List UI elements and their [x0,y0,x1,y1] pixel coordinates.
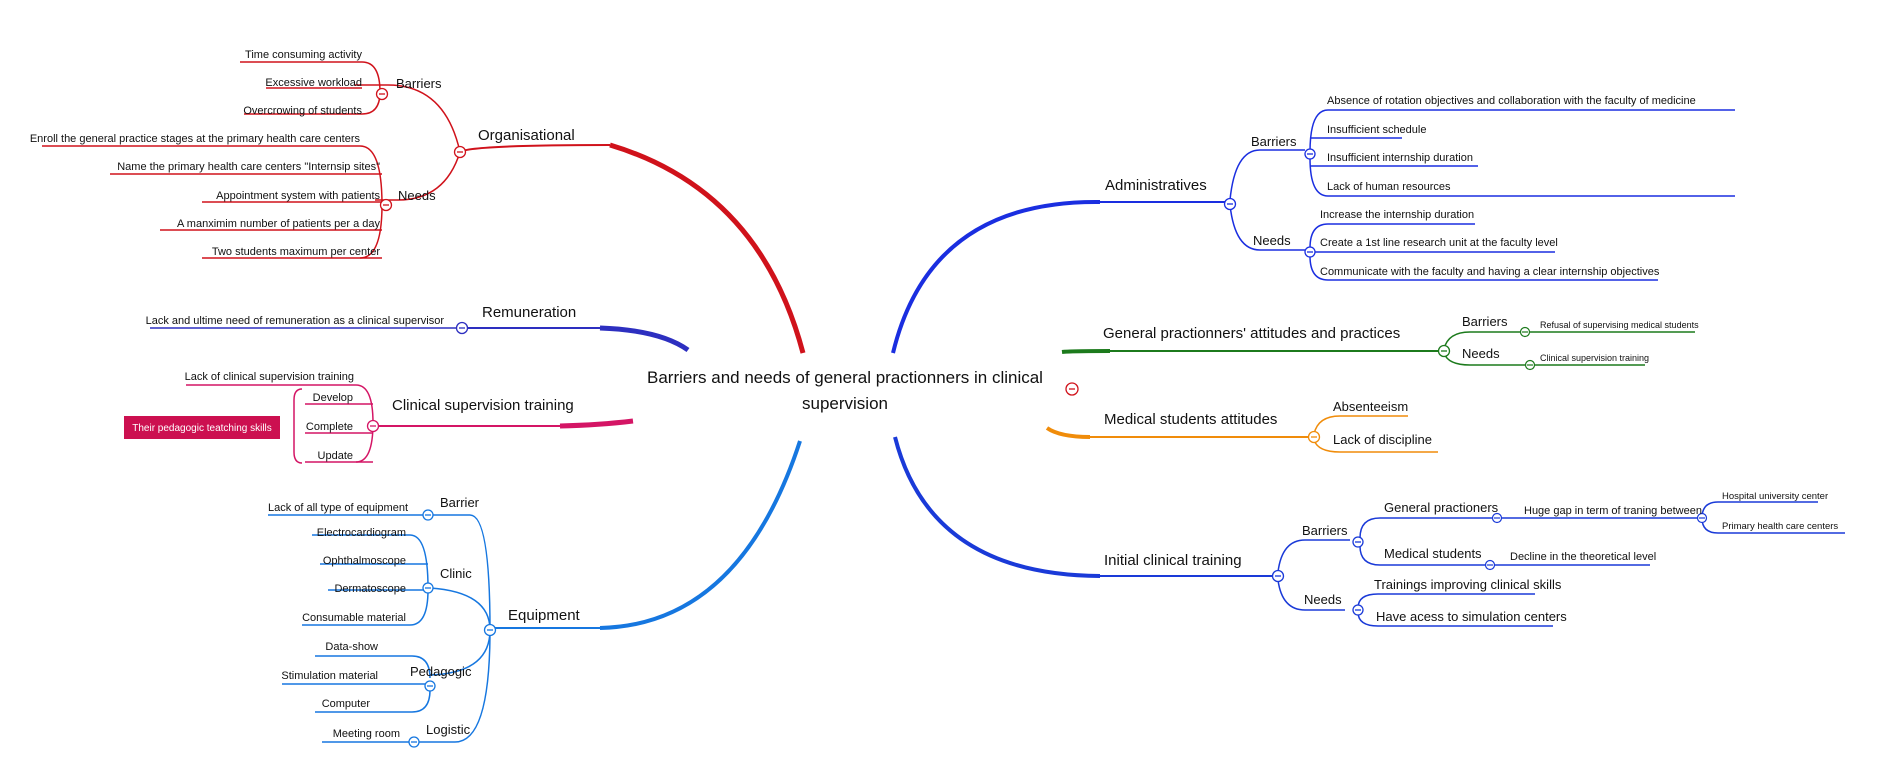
collapse-icon[interactable] [455,321,469,335]
collapse-icon[interactable] [424,680,436,692]
gp-attitudes-needs[interactable]: Needs [1462,346,1500,361]
leaf-item[interactable]: Hospital university center [1722,491,1828,502]
branch-administratives [891,109,1735,354]
leaf-item[interactable]: Insufficient internship duration [1327,152,1473,164]
leaf-item[interactable]: Time consuming activity [245,49,362,61]
collapse-icon[interactable] [1352,604,1364,616]
topic-administratives[interactable]: Administratives [1105,177,1207,194]
topic-gp-attitudes[interactable]: General practionners' attitudes and prac… [1103,325,1400,342]
leaf-item[interactable]: Electrocardiogram [317,527,406,539]
administratives-barriers[interactable]: Barriers [1251,134,1297,149]
leaf-item[interactable]: A manximim number of patients per a day [177,218,380,230]
collapse-icon[interactable] [375,87,389,101]
leaf-item[interactable]: Primary health care centers [1722,521,1838,532]
leaf-item[interactable]: Lack and ultime need of remuneration as … [146,315,445,327]
collapse-icon[interactable] [1307,430,1321,444]
collapse-icon[interactable] [366,419,380,433]
equipment-clinic[interactable]: Clinic [440,566,472,581]
equipment-barrier[interactable]: Barrier [440,495,480,510]
collapse-icon[interactable] [1304,246,1316,258]
leaf-item[interactable]: Have acess to simulation centers [1376,609,1567,624]
central-topic[interactable]: Barriers and needs of general practionne… [647,368,1043,413]
topic-clinical-supervision[interactable]: Clinical supervision training [392,397,574,414]
collapse-icon[interactable] [408,736,420,748]
leaf-item[interactable]: Stimulation material [281,670,378,682]
central-topic-line1: Barriers and needs of general practionne… [647,368,1043,387]
branch-organisational [42,61,806,354]
leaf-item[interactable]: Excessive workload [265,77,362,89]
leaf-item[interactable]: Clinical supervision training [1540,353,1649,363]
initial-training-needs[interactable]: Needs [1304,592,1342,607]
collapse-icon[interactable] [1519,326,1531,338]
topic-medical-students[interactable]: Medical students attitudes [1104,411,1277,428]
leaf-item[interactable]: Complete [306,421,353,433]
gp-attitudes-barriers[interactable]: Barriers [1462,314,1508,329]
summary-box-label: Their pedagogic teatching skills [132,423,272,434]
topic-remuneration[interactable]: Remuneration [482,304,576,321]
leaf-item[interactable]: Appointment system with patients [216,190,380,202]
leaf-item[interactable]: Trainings improving clinical skills [1374,577,1562,592]
collapse-icon[interactable] [1696,512,1708,524]
collapse-icon[interactable] [1524,359,1536,371]
collapse-icon[interactable] [422,509,434,521]
collapse-icon[interactable] [1223,197,1237,211]
leaf-item[interactable]: Meeting room [333,728,400,740]
leaf-item[interactable]: Overcrowing of students [243,105,362,117]
leaf-item[interactable]: Communicate with the faculty and having … [1320,266,1660,278]
leaf-item[interactable]: Absenteeism [1333,399,1408,414]
collapse-icon[interactable] [1271,569,1285,583]
collapse-icon[interactable] [422,582,434,594]
leaf-item[interactable]: Absence of rotation objectives and colla… [1327,95,1696,107]
leaf-item[interactable]: Increase the internship duration [1320,209,1474,221]
leaf-item[interactable]: Two students maximum per center [212,246,380,258]
central-collapse-icon[interactable] [1065,382,1079,396]
collapse-icon[interactable] [1484,559,1496,571]
summary-box[interactable] [124,416,280,439]
leaf-item[interactable]: Lack of all type of equipment [268,502,408,514]
leaf-item[interactable]: Enroll the general practice stages at th… [30,133,361,145]
general-practioners-node[interactable]: General practioners [1384,500,1499,515]
central-topic-line2: supervision [802,394,888,413]
initial-training-barriers[interactable]: Barriers [1302,523,1348,538]
organisational-barriers[interactable]: Barriers [396,76,442,91]
collapse-icon[interactable] [1352,536,1364,548]
equipment-pedagogic[interactable]: Pedagogic [410,664,472,679]
leaf-item[interactable]: Name the primary health care centers "In… [117,161,380,173]
collapse-icon[interactable] [1437,344,1451,358]
topic-organisational[interactable]: Organisational [478,127,575,144]
topic-initial-training[interactable]: Initial clinical training [1104,552,1242,569]
equipment-logistic[interactable]: Logistic [426,722,471,737]
branch-gp-attitudes [1061,331,1695,366]
leaf-item[interactable]: Data-show [325,641,378,653]
branch-clinical-supervision [186,384,634,464]
leaf-item[interactable]: Develop [313,392,353,404]
leaf-item[interactable]: Lack of discipline [1333,432,1432,447]
branch-remuneration [150,325,690,353]
collapse-icon[interactable] [483,623,497,637]
collapse-icon[interactable] [379,198,393,212]
leaf-item[interactable]: Decline in the theoretical level [1510,551,1656,563]
branch-equipment [268,440,802,743]
leaf-item[interactable]: Update [318,450,353,462]
leaf-item[interactable]: Refusal of supervising medical students [1540,320,1699,330]
leaf-item[interactable]: Insufficient schedule [1327,124,1426,136]
topic-equipment[interactable]: Equipment [508,607,581,624]
collapse-icon[interactable] [1491,512,1503,524]
leaf-item[interactable]: Create a 1st line research unit at the f… [1320,237,1558,249]
medical-students-node[interactable]: Medical students [1384,546,1482,561]
leaf-item[interactable]: Lack of clinical supervision training [185,371,354,383]
collapse-icon[interactable] [1304,148,1316,160]
leaf-item[interactable]: Dermatoscope [334,583,406,595]
collapse-icon[interactable] [453,145,467,159]
leaf-item[interactable]: Ophthalmoscope [323,555,406,567]
leaf-item[interactable]: Computer [322,698,371,710]
branch-initial-training [893,436,1845,627]
administratives-needs[interactable]: Needs [1253,233,1291,248]
leaf-item[interactable]: Huge gap in term of traning between [1524,505,1702,517]
organisational-needs[interactable]: Needs [398,188,436,203]
leaf-item[interactable]: Lack of human resources [1327,181,1451,193]
leaf-item[interactable]: Consumable material [302,612,406,624]
